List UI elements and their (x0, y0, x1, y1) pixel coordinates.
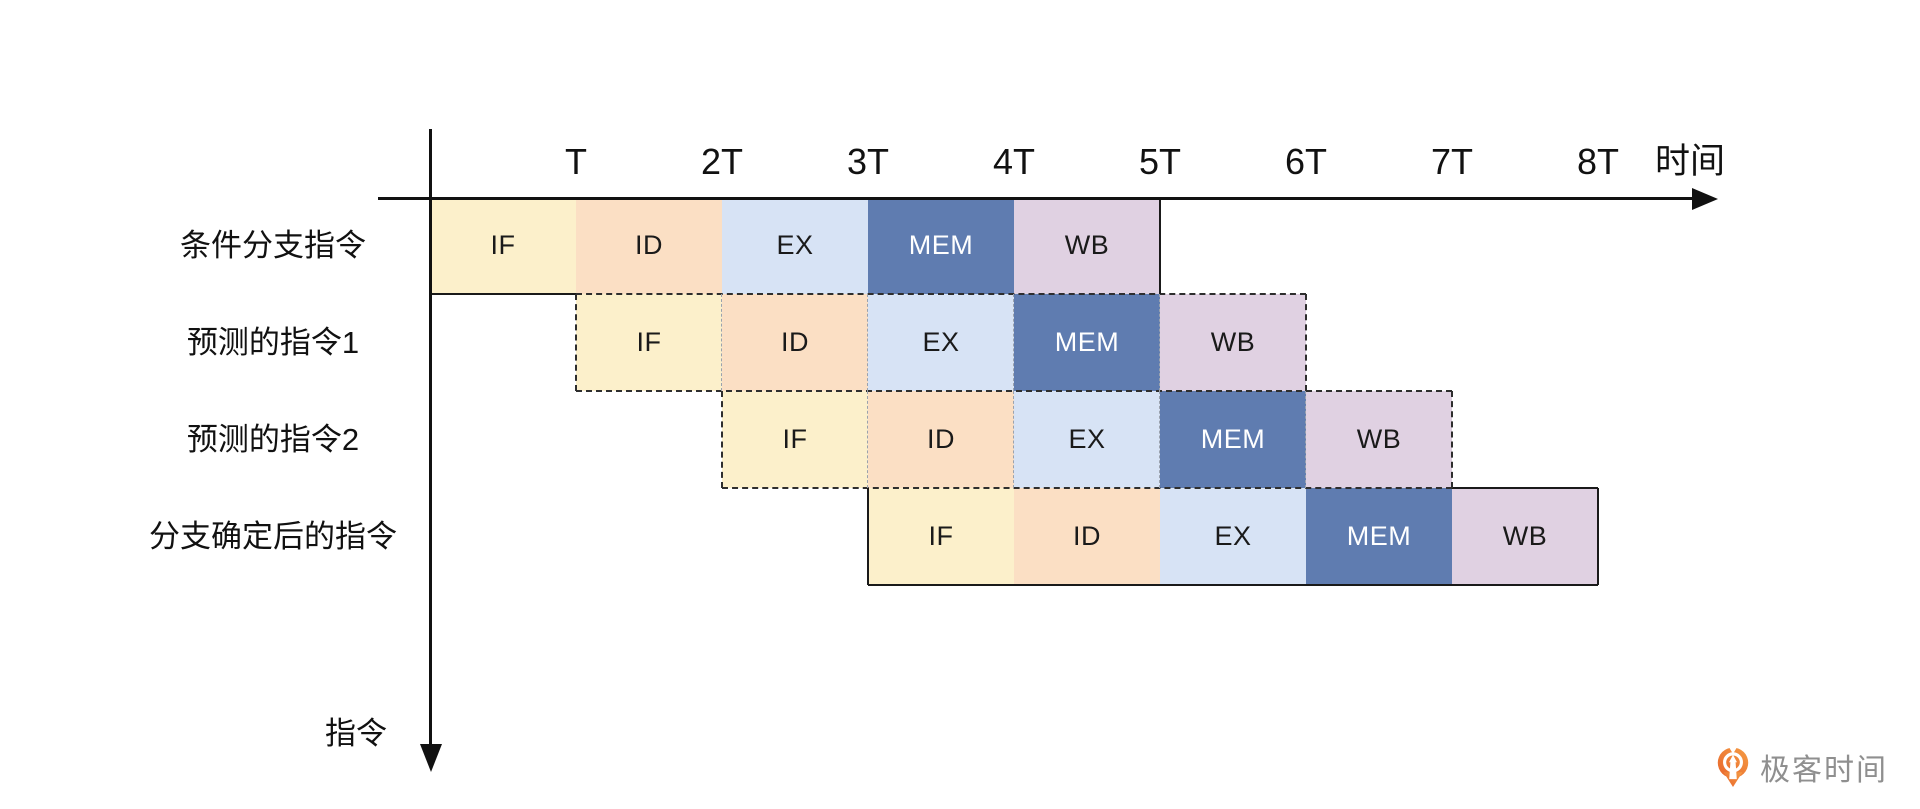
pipeline-cell-ex: EX (722, 197, 868, 294)
tick-label: T (565, 141, 587, 182)
row-outline-segment (430, 293, 576, 295)
stage-separator (1305, 391, 1306, 488)
time-axis-label: 时间 (1654, 142, 1725, 181)
tick-label: 2T (700, 141, 743, 182)
row-label: 条件分支指令 (180, 228, 366, 263)
row-outline-segment (1305, 294, 1307, 391)
pipeline-cell-wb: WB (1160, 294, 1306, 391)
tick-label: 7T (1430, 141, 1473, 182)
pipeline-cell-ex: EX (1014, 391, 1160, 488)
watermark-text: 极客时间 (1760, 754, 1888, 787)
stage-separator (1159, 391, 1160, 488)
row-outline-segment (575, 294, 577, 391)
pipeline-cell-if: IF (430, 197, 576, 294)
instruction-axis-line (429, 129, 432, 746)
pipeline-cell-mem: MEM (1306, 488, 1452, 585)
pipeline-cell-mem: MEM (868, 197, 1014, 294)
pipeline-cell-mem: MEM (1160, 391, 1306, 488)
stage-separator (1013, 294, 1014, 391)
pipeline-cell-ex: EX (1160, 488, 1306, 585)
stage-separator (867, 391, 868, 488)
row-outline-segment (722, 487, 1452, 489)
stage-separator (867, 294, 868, 391)
tick-label: 3T (846, 141, 889, 182)
row-outline-segment (576, 293, 1306, 295)
stage-separator (1013, 391, 1014, 488)
instruction-axis-label: 指令 (325, 716, 387, 751)
row-outline-segment (1451, 391, 1453, 488)
pipeline-cell-if: IF (868, 488, 1014, 585)
pipeline-cell-wb: WB (1452, 488, 1598, 585)
pipeline-cell-id: ID (576, 197, 722, 294)
row-label: 预测的指令2 (186, 422, 360, 457)
tick-label: 6T (1284, 141, 1327, 182)
tick-label: 8T (1576, 141, 1619, 182)
pipeline-cell-if: IF (722, 391, 868, 488)
row-outline-segment (867, 488, 869, 585)
pipeline-cell-wb: WB (1014, 197, 1160, 294)
instruction-axis-arrow-icon (419, 744, 442, 772)
pipeline-cell-if: IF (576, 294, 722, 391)
pipeline-cell-wb: WB (1306, 391, 1452, 488)
time-axis-line (378, 197, 1694, 200)
row-outline-segment (1597, 488, 1599, 585)
row-outline-segment (721, 391, 723, 488)
pipeline-cell-ex: EX (868, 294, 1014, 391)
pipeline-cell-mem: MEM (1014, 294, 1160, 391)
row-outline-segment (576, 390, 1452, 392)
pipeline-cell-id: ID (868, 391, 1014, 488)
tick-label: 4T (992, 141, 1035, 182)
row-outline-segment (1159, 197, 1161, 294)
pipeline-cell-id: ID (722, 294, 868, 391)
stage-separator (721, 294, 722, 391)
row-outline-segment (1452, 487, 1598, 489)
watermark: 极客时间 (1716, 745, 1888, 789)
row-label: 预测的指令1 (186, 325, 360, 360)
row-label: 分支确定后的指令 (149, 519, 397, 554)
row-outline-segment (868, 584, 1598, 586)
tick-label: 5T (1138, 141, 1181, 182)
stage-separator (1159, 294, 1160, 391)
geektime-logo-icon (1717, 746, 1749, 787)
pipeline-cell-id: ID (1014, 488, 1160, 585)
time-axis-arrow-icon (1692, 187, 1718, 210)
